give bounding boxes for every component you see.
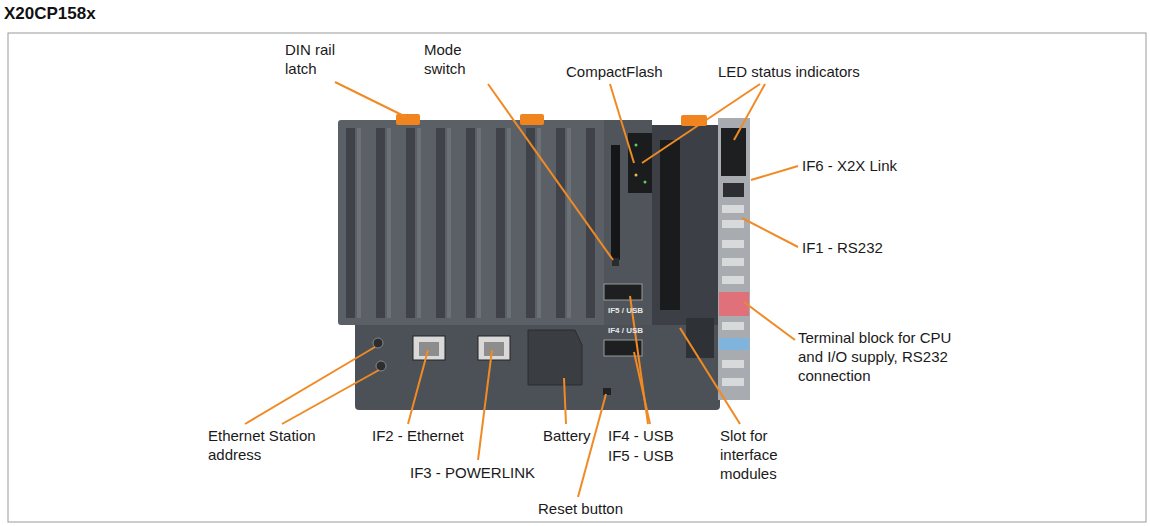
ethernet-port: [413, 336, 445, 360]
ground-band: [719, 338, 749, 350]
battery-cover: [528, 330, 582, 385]
callout-label: IF3 - POWERLINK: [410, 463, 560, 482]
reset-button: [603, 388, 611, 395]
cooling-ribs: [346, 128, 595, 318]
callout-label: LED status indicators: [718, 62, 908, 81]
interface-module-slot: [652, 125, 718, 325]
callout-label: IF6 - X2X Link: [802, 156, 942, 175]
address-switch: [376, 361, 386, 371]
port-marking: IF5 / USB: [608, 306, 643, 315]
din-latch: [396, 114, 420, 125]
terminal-module: [718, 118, 750, 400]
led-window-right: [721, 128, 746, 176]
callout-label: Battery: [543, 426, 613, 445]
callout-label: IF5 - USB: [608, 446, 698, 465]
compactflash-slot: [611, 145, 620, 260]
din-latch: [681, 115, 707, 126]
callout-label: CompactFlash: [566, 62, 686, 81]
callout-label: IF2 - Ethernet: [372, 426, 492, 445]
callout-label: Ethernet Station address: [208, 426, 318, 464]
x2x-connector: [723, 183, 744, 197]
figure-title: X20CP158x: [4, 4, 96, 24]
slot-latch: [686, 318, 714, 358]
callout-label: IF4 - USB: [608, 426, 698, 445]
port-marking: IF4 / USB: [608, 326, 643, 335]
callout-label: Reset button: [538, 499, 658, 518]
callout-label: Terminal block for CPU and I/O supply, R…: [798, 328, 966, 385]
leader-lines: [245, 82, 798, 497]
supply-band: [719, 292, 749, 316]
callout-label: DIN rail latch: [285, 40, 355, 78]
cpu-housing: [338, 120, 608, 325]
callout-label: Mode switch: [424, 40, 479, 78]
slot-connector: [660, 140, 680, 310]
usb-port: [604, 284, 642, 300]
din-latch: [520, 114, 544, 125]
powerlink-port: [478, 336, 510, 360]
frame: [8, 33, 1146, 522]
callout-label: Slot for interface modules: [720, 426, 792, 483]
callout-label: IF1 - RS232: [802, 238, 942, 257]
base-housing: [355, 318, 720, 410]
